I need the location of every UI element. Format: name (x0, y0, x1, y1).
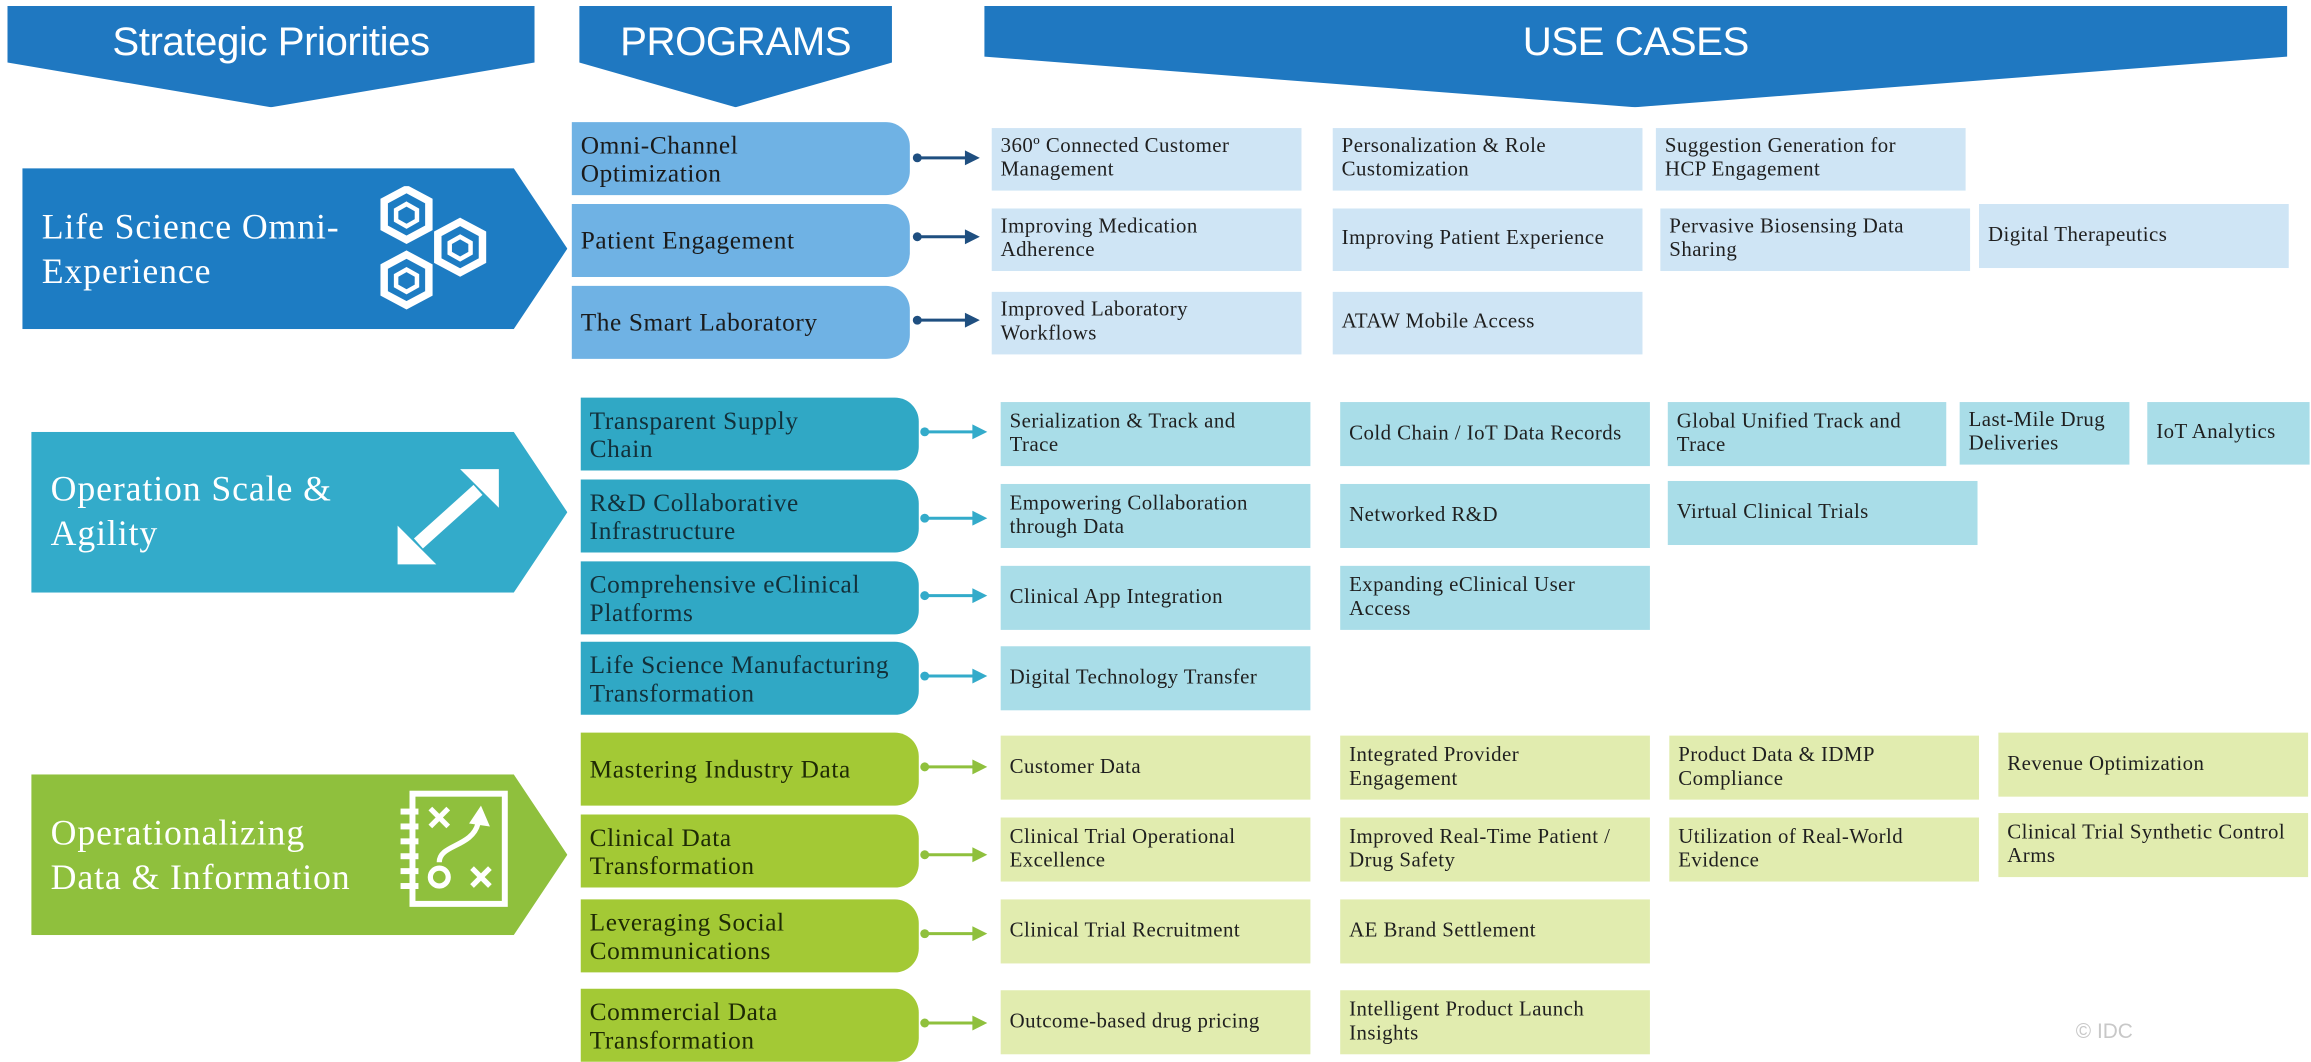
program-eclinical-platforms[interactable]: Comprehensive eClinical Platforms (580, 561, 919, 635)
use-case-synthetic-control-arms[interactable]: Clinical Trial Synthetic Control Arms (1998, 813, 2309, 878)
copyright-notice: © IDC (2075, 1018, 2133, 1043)
use-case-serialization-track-trace[interactable]: Serialization & Track and Trace (1000, 402, 1311, 467)
arrow-icon (920, 424, 988, 440)
header-banner-shape (984, 5, 2288, 108)
program-manufacturing-transformation[interactable]: Life Science Manufacturing Transformatio… (580, 641, 919, 715)
use-case-cold-chain-iot[interactable]: Cold Chain / IoT Data Records (1340, 402, 1650, 467)
use-case-expanding-eclinical-access[interactable]: Expanding eClinical User Access (1340, 565, 1650, 630)
arrow-icon (920, 926, 988, 942)
use-case-digital-technology-transfer[interactable]: Digital Technology Transfer (1000, 646, 1311, 711)
use-case-iot-analytics[interactable]: IoT Analytics (2147, 402, 2310, 465)
use-case-clinical-trial-recruitment[interactable]: Clinical Trial Recruitment (1000, 899, 1311, 964)
use-case-ataw-mobile-access[interactable]: ATAW Mobile Access (1332, 291, 1643, 355)
header-banner-shape (7, 5, 535, 108)
program-label: Life Science Manufacturing Transformatio… (589, 649, 890, 707)
program-label: The Smart Laboratory (580, 308, 818, 337)
use-case-global-unified-track-trace[interactable]: Global Unified Track and Trace (1667, 402, 1947, 467)
arrow-icon (912, 150, 980, 166)
program-leveraging-social-communications[interactable]: Leveraging Social Communications (580, 899, 919, 973)
arrow-icon (920, 668, 988, 684)
priority-label: Operation Scale & Agility (50, 470, 332, 554)
use-case-networked-rd[interactable]: Networked R&D (1340, 483, 1650, 548)
diagonal-double-arrow-icon (397, 469, 499, 565)
header-title: USE CASES (1522, 19, 1750, 65)
arrow-icon (920, 510, 988, 526)
priority-shape (31, 431, 568, 593)
program-omni-channel-optimization[interactable]: Omni-Channel Optimization (571, 122, 910, 196)
program-label: Comprehensive eClinical Platforms (589, 569, 861, 627)
arrow-icon (920, 1015, 988, 1031)
use-case-ae-brand-settlement[interactable]: AE Brand Settlement (1340, 899, 1650, 964)
use-case-integrated-provider-engagement[interactable]: Integrated Provider Engagement (1340, 735, 1650, 800)
header-banner-shape (579, 5, 892, 108)
use-case-laboratory-workflows[interactable]: Improved Laboratory Workflows (991, 291, 1302, 355)
header-strategic-priorities: Strategic Priorities (7, 5, 535, 108)
program-label: Patient Engagement (580, 226, 795, 255)
header-title: Strategic Priorities (112, 19, 430, 65)
use-case-clinical-trial-operational-excellence[interactable]: Clinical Trial Operational Excellence (1000, 817, 1311, 882)
program-patient-engagement[interactable]: Patient Engagement (571, 204, 910, 277)
use-case-personalization-role-customization[interactable]: Personalization & Role Customization (1332, 128, 1643, 191)
program-rd-collaborative-infrastructure[interactable]: R&D Collaborative Infrastructure (580, 479, 919, 553)
program-commercial-data-transformation[interactable]: Commercial Data Transformation (580, 988, 919, 1062)
use-case-last-mile-drug-deliveries[interactable]: Last-Mile Drug Deliveries (1959, 402, 2130, 465)
priority-omni-experience: Life Science Omni- Experience (22, 168, 568, 330)
use-case-real-world-evidence[interactable]: Utilization of Real-World Evidence (1669, 817, 1980, 882)
program-smart-laboratory[interactable]: The Smart Laboratory (571, 285, 910, 359)
program-label: Leveraging Social Communications (589, 907, 785, 965)
use-case-product-data-idmp[interactable]: Product Data & IDMP Compliance (1669, 735, 1980, 800)
use-case-empowering-collaboration[interactable]: Empowering Collaboration through Data (1000, 483, 1311, 548)
use-case-biosensing-data-sharing[interactable]: Pervasive Biosensing Data Sharing (1660, 208, 1971, 272)
header-title: PROGRAMS (620, 19, 852, 65)
use-case-product-launch-insights[interactable]: Intelligent Product Launch Insights (1340, 990, 1650, 1055)
use-case-patient-experience[interactable]: Improving Patient Experience (1332, 208, 1643, 272)
arrow-icon (920, 847, 988, 863)
header-programs: PROGRAMS (579, 5, 892, 108)
program-label: Mastering Industry Data (589, 754, 851, 784)
arrow-icon (920, 759, 988, 775)
priority-operationalizing-data: Operationalizing Data & Information (31, 774, 568, 936)
arrow-icon (920, 588, 988, 604)
header-use-cases: USE CASES (984, 5, 2288, 108)
program-label: Transparent Supply Chain (589, 405, 799, 463)
use-case-connected-customer-management[interactable]: 360º Connected Customer Management (991, 128, 1302, 191)
hexagon-cluster-icon (380, 186, 487, 310)
program-transparent-supply-chain[interactable]: Transparent Supply Chain (580, 397, 919, 471)
use-case-revenue-optimization[interactable]: Revenue Optimization (1998, 732, 2309, 797)
program-label: Omni-Channel Optimization (580, 130, 739, 187)
use-case-suggestion-generation[interactable]: Suggestion Generation for HCP Engagement (1655, 128, 1966, 191)
use-case-clinical-app-integration[interactable]: Clinical App Integration (1000, 565, 1311, 630)
program-mastering-industry-data[interactable]: Mastering Industry Data (580, 732, 919, 806)
use-case-digital-therapeutics[interactable]: Digital Therapeutics (1979, 204, 2289, 269)
use-case-medication-adherence[interactable]: Improving Medication Adherence (991, 208, 1302, 272)
use-case-outcome-based-drug-pricing[interactable]: Outcome-based drug pricing (1000, 990, 1311, 1055)
program-label: R&D Collaborative Infrastructure (589, 487, 799, 545)
use-case-virtual-clinical-trials[interactable]: Virtual Clinical Trials (1667, 480, 1978, 546)
arrow-icon (912, 229, 980, 245)
program-clinical-data-transformation[interactable]: Clinical Data Transformation (580, 814, 919, 888)
priority-label: Operationalizing Data & Information (50, 814, 351, 898)
strategy-playbook-icon (400, 790, 508, 907)
use-case-customer-data[interactable]: Customer Data (1000, 735, 1311, 800)
program-label: Commercial Data Transformation (589, 996, 778, 1054)
priority-label: Life Science Omni- Experience (41, 208, 340, 292)
arrow-icon (912, 312, 980, 328)
program-label: Clinical Data Transformation (589, 822, 755, 880)
use-case-patient-drug-safety[interactable]: Improved Real-Time Patient / Drug Safety (1340, 817, 1650, 882)
priority-operation-scale: Operation Scale & Agility (31, 431, 568, 593)
